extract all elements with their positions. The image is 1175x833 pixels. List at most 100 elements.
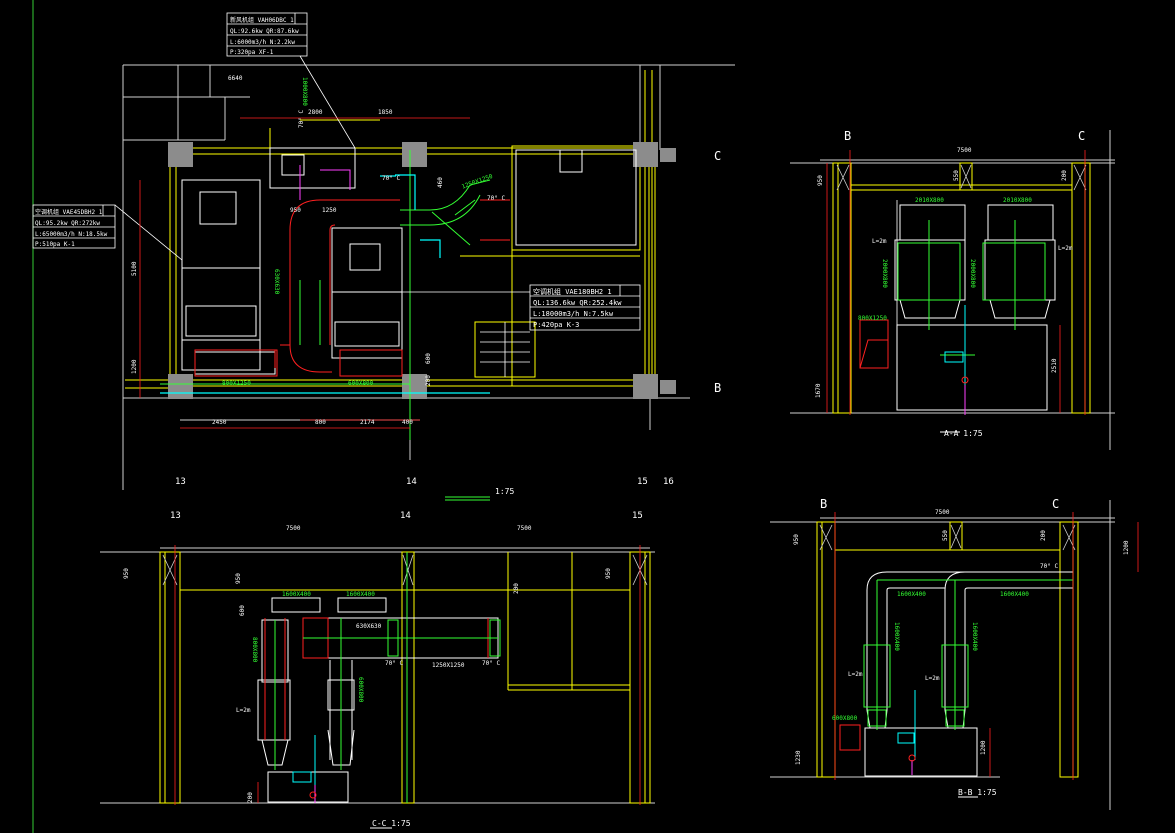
callout-top-line2: QL:92.6kw QR:87.6kw <box>230 28 299 35</box>
dim-2800: 2800 <box>308 109 323 116</box>
cc-grid-14: 14 <box>400 511 411 521</box>
dim-200: 200 <box>425 375 432 386</box>
cc-duct-600v: 600X800 <box>357 677 364 703</box>
plan-grid-c: C <box>714 149 721 163</box>
temp-70c-plan-a: 70° C <box>382 175 400 182</box>
cc-dim-950c: 950 <box>605 568 612 579</box>
aa-duct-800x1250: 800X1250 <box>858 315 887 322</box>
aa-dim-200: 200 <box>1061 170 1068 181</box>
section-aa: B C 7500 950 550 200 2010X800 2010X800 2… <box>790 129 1115 450</box>
bb-dim-7500: 7500 <box>935 509 950 516</box>
bb-dim-950: 950 <box>793 534 800 545</box>
bb-duct-1600v1: 1600X400 <box>893 622 900 651</box>
bb-title: B-B 1:75 <box>958 788 997 797</box>
aa-l2m-b: L=2m <box>1058 245 1073 252</box>
duct-600x800: 600X800 <box>348 380 374 387</box>
dim-950: 950 <box>290 207 301 214</box>
dim-1250: 1250 <box>322 207 337 214</box>
aa-dim-550: 550 <box>953 170 960 181</box>
cc-dim-200b: 200 <box>247 792 254 803</box>
cc-dim-600: 600 <box>239 605 246 616</box>
callout-top-line1: 新风机组 VAH06DBC 1 <box>230 16 294 24</box>
callout-right-line4: P:420pa K-3 <box>533 321 579 329</box>
dim-1200: 1200 <box>131 359 138 374</box>
dim-460: 460 <box>437 177 444 188</box>
cc-dim-7500b: 7500 <box>517 525 532 532</box>
aa-duct-2000a: 2000X800 <box>881 259 888 288</box>
plan-grid-13: 13 <box>175 477 186 487</box>
dim-600: 600 <box>425 353 432 364</box>
plan-grid-16: 16 <box>663 477 674 487</box>
bb-duct-1600b: 1600X400 <box>1000 591 1029 598</box>
aa-duct-2010b: 2010X800 <box>1003 197 1032 204</box>
cc-l2m: L=2m <box>236 707 251 714</box>
plan-grid-14: 14 <box>406 477 417 487</box>
plan-grid-15: 15 <box>637 477 648 487</box>
dim-1850: 1850 <box>378 109 393 116</box>
plan-scale: 1:75 <box>495 487 514 496</box>
callout-left-line2: QL:95.2kw QR:272kw <box>35 220 100 227</box>
dim-800: 800 <box>315 419 326 426</box>
section-bb: B C 7500 950 550 200 1200 1600X400 1600X… <box>770 497 1139 810</box>
aa-grid-b: B <box>844 129 851 143</box>
temp-70c-plan-c: 70° C <box>298 110 305 128</box>
bb-duct-1600v2: 1600X400 <box>971 622 978 651</box>
cc-duct-1250: 1250X1250 <box>432 662 465 669</box>
cc-temp-70b: 70° C <box>482 660 500 667</box>
bb-duct-600x800: 600X800 <box>832 715 858 722</box>
callout-left-line3: L:65000m3/h N:18.5kw <box>35 231 108 238</box>
cc-grid-15: 15 <box>632 511 643 521</box>
bb-dim-200: 200 <box>1040 530 1047 541</box>
cc-dim-200: 200 <box>513 583 520 594</box>
plan-view: C B 13 14 15 16 1:75 新风机组 VAH06DBC 1 QL:… <box>32 12 735 501</box>
aa-title: A-A 1:75 <box>944 429 983 438</box>
dim-2450: 2450 <box>212 419 227 426</box>
callout-top-line4: P:320pa XF-1 <box>230 49 274 56</box>
bb-dim-1200b: 1200 <box>980 740 987 755</box>
aa-duct-2000b: 2000X800 <box>969 259 976 288</box>
cc-dim-950b: 950 <box>235 573 242 584</box>
bb-dim-550: 550 <box>942 530 949 541</box>
cc-dim-7500a: 7500 <box>286 525 301 532</box>
duct-630x630: 630X630 <box>273 269 280 295</box>
bb-l2m-b: L=2m <box>925 675 940 682</box>
duct-800x1250: 800X1250 <box>222 380 251 387</box>
dim-2174: 2174 <box>360 419 375 426</box>
callout-left-line4: P:510pa K-1 <box>35 241 75 248</box>
dim-400: 400 <box>402 419 413 426</box>
aa-dim-1670: 1670 <box>815 383 822 398</box>
bb-duct-1600a: 1600X400 <box>897 591 926 598</box>
callout-right-line3: L:18000m3/h N:7.5kw <box>533 310 614 318</box>
bb-dim-1230: 1230 <box>795 750 802 765</box>
callout-right-line1: 空调机组 VAE180BH2 1 <box>533 287 612 296</box>
aa-duct-2010a: 2010X800 <box>915 197 944 204</box>
aa-dim-7500: 7500 <box>957 147 972 154</box>
cc-duct-1600a: 1600X400 <box>282 591 311 598</box>
aa-dim-2510: 2510 <box>1051 358 1058 373</box>
bb-grid-b: B <box>820 497 827 511</box>
section-cc: 13 14 15 7500 7500 950 950 950 200 1600X… <box>100 511 655 829</box>
cc-grid-13: 13 <box>170 511 181 521</box>
aa-grid-c: C <box>1078 129 1085 143</box>
plan-grid-b: B <box>714 381 721 395</box>
cc-temp-70a: 70° C <box>385 660 403 667</box>
bb-grid-c: C <box>1052 497 1059 511</box>
aa-l2m-a: L=2m <box>872 238 887 245</box>
duct-1000x800: 1000X800 <box>301 77 308 106</box>
cc-duct-630: 630X630 <box>356 623 382 630</box>
bb-l2m-a: L=2m <box>848 671 863 678</box>
dim-6640: 6640 <box>228 75 243 82</box>
cc-title: C-C 1:75 <box>372 819 411 828</box>
bb-temp-70c: 70° C <box>1040 563 1058 570</box>
cc-duct-1600b: 1600X400 <box>346 591 375 598</box>
cc-dim-950a: 950 <box>123 568 130 579</box>
cc-duct-800x800: 800X800 <box>251 637 258 663</box>
callout-left-line1: 空调机组 VAE45DBH2 1 <box>35 208 103 216</box>
temp-70c-plan-b: 70° C <box>487 195 505 202</box>
aa-dim-950: 950 <box>817 175 824 186</box>
callout-right-line2: QL:136.6kw QR:252.4kw <box>533 299 622 307</box>
dim-5100: 5100 <box>131 261 138 276</box>
bb-dim-1200: 1200 <box>1123 540 1130 555</box>
